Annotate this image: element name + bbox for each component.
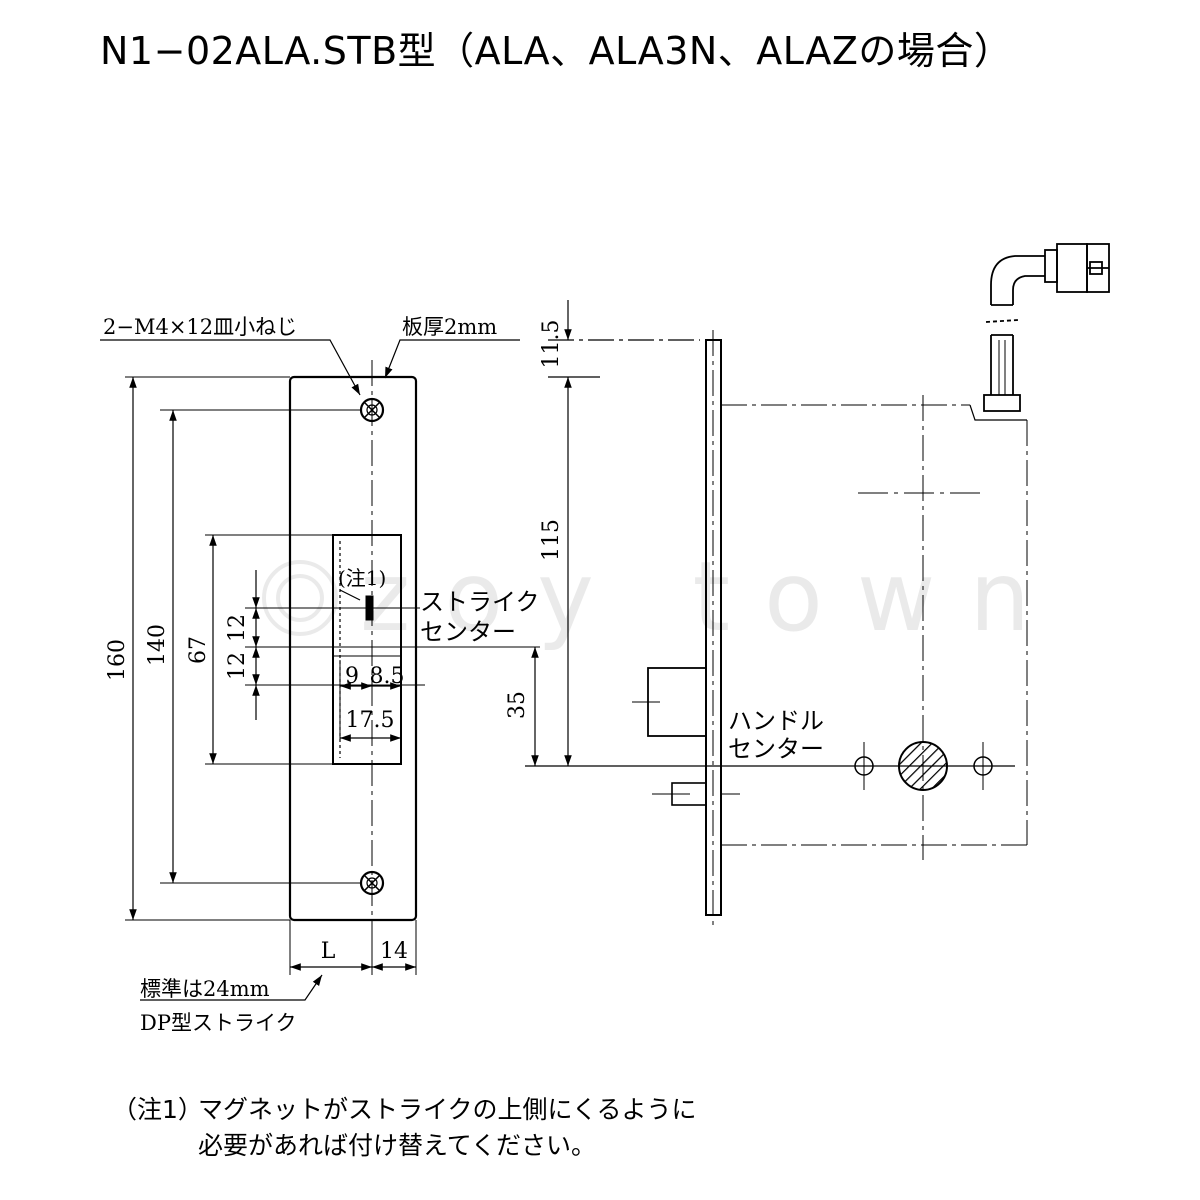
dim-115: 115 [539, 519, 564, 561]
watermark: zoy town [262, 541, 1064, 653]
dim-17-5: 17.5 [346, 708, 395, 733]
screw-label: 2−M4×12皿小ねじ [103, 315, 297, 339]
dim-140: 140 [145, 624, 170, 666]
dim-160: 160 [105, 639, 130, 681]
note-marker: (注1) [338, 566, 386, 590]
dim-12-lower: 12 [225, 652, 250, 680]
handle-spindle [854, 741, 993, 791]
dimension-text: 160 140 67 12 12 9 8.5 17.5 L 14 [105, 614, 408, 964]
dimension-lines [129, 377, 416, 971]
side-dimension-text: 11.5 115 35 [505, 320, 564, 719]
standard-label: 標準は24mm [140, 977, 270, 1001]
extension-lines [125, 376, 540, 975]
handle-center-label: ハンドル センター [728, 707, 824, 763]
dim-67: 67 [186, 636, 211, 664]
plate-thickness-label: 板厚2mm [402, 315, 497, 339]
strike-center-label-2: センター [420, 618, 516, 646]
svg-text:zoy town: zoy town [360, 541, 1064, 653]
dim-L: L [321, 939, 336, 964]
svg-text:ハンドル: ハンドル [728, 707, 824, 735]
dim-8-5: 8.5 [370, 664, 405, 689]
dp-strike-label: DP型ストライク [140, 1011, 297, 1035]
page-title: N1−02ALA.STB型（ALA、ALA3N、ALAZの場合） [100, 29, 1013, 73]
leader-lines [100, 339, 520, 1001]
dim-35: 35 [505, 691, 530, 719]
dim-9: 9 [345, 664, 359, 689]
labels: 2−M4×12皿小ねじ 板厚2mm (注1) ストライク センター 標準は24m… [103, 315, 540, 1035]
dim-14: 14 [380, 939, 408, 964]
svg-text:センター: センター [728, 735, 824, 763]
screw-icon [359, 397, 385, 896]
strike-center-label-1: ストライク [420, 588, 540, 616]
footnote: （注1）マグネットがストライクの上側にくるように 必要があれば付け替えてください… [112, 1092, 697, 1164]
side-dimension-lines [525, 300, 1015, 767]
lock-body-side-view [632, 330, 1030, 930]
footnote-line-1: マグネットがストライクの上側にくるように [198, 1095, 697, 1124]
dim-12-upper: 12 [225, 614, 250, 642]
footnote-line-2: 必要があれば付け替えてください。 [198, 1131, 597, 1160]
dim-11-5: 11.5 [539, 320, 564, 369]
cable-connector-icon [983, 243, 1110, 412]
footnote-label: （注1） [112, 1095, 203, 1124]
